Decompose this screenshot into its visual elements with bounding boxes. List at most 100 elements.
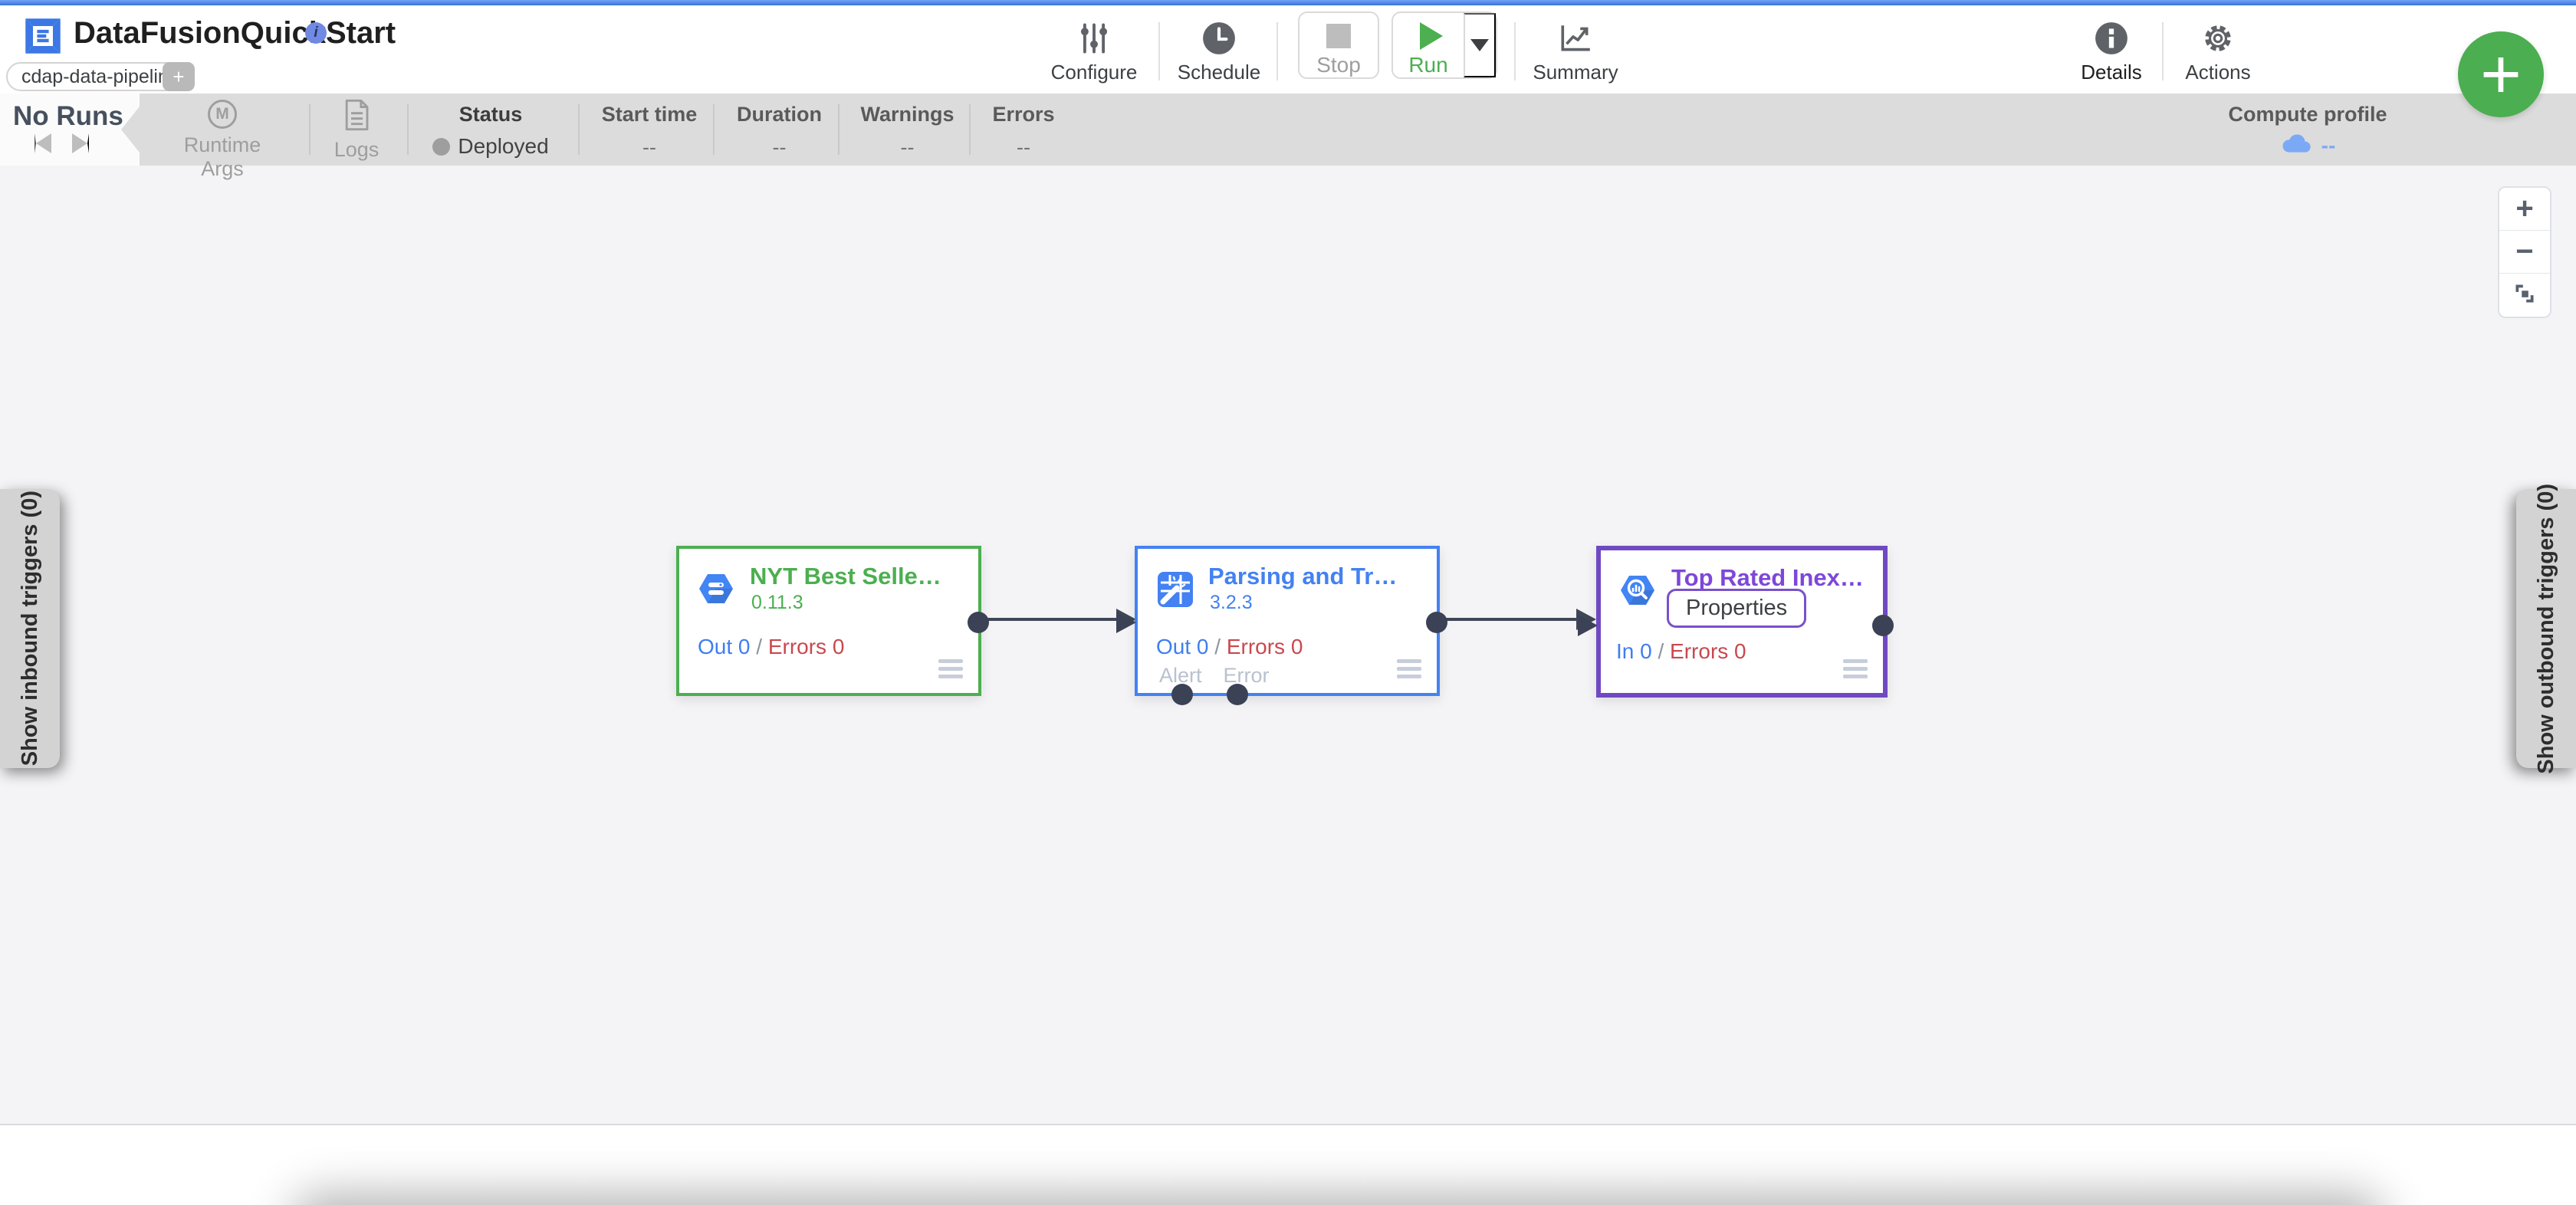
status-column: Status Deployed	[418, 94, 564, 166]
add-tag-button[interactable]: +	[163, 62, 195, 91]
warnings-label: Warnings	[860, 103, 955, 126]
actions-gear-icon	[2160, 19, 2275, 57]
toolbar-divider	[1514, 22, 1516, 80]
node-source[interactable]: NYT Best Selle… 0.11.3 Out 0 / Errors 0	[676, 546, 989, 696]
start-time-column: Start time --	[586, 94, 713, 166]
canvas-zoom-panel: + −	[2498, 186, 2551, 318]
error-records-metric[interactable]: Errors 0	[767, 635, 845, 658]
stop-square-icon	[1300, 19, 1378, 53]
details-button[interactable]: Details	[2054, 18, 2169, 85]
alert-port-label: Alert	[1159, 664, 1202, 687]
pipeline-header: DataFusionQuickStart i cdap-data-pipelin…	[0, 5, 2576, 94]
run-pointer-notch	[121, 107, 140, 153]
node-properties-button[interactable]: Properties	[1667, 589, 1807, 628]
run-options-button[interactable]	[1464, 13, 1496, 77]
zoom-in-button[interactable]: +	[2499, 188, 2550, 231]
fit-to-screen-button[interactable]	[2499, 274, 2550, 317]
compute-profile-column[interactable]: Compute profile --	[2216, 94, 2400, 166]
bigquery-sink-plugin-icon	[1619, 572, 1656, 612]
status-dot-icon	[432, 137, 451, 156]
schedule-clock-icon	[1162, 19, 1276, 57]
out-records-metric[interactable]: Out 0	[698, 635, 751, 658]
run-selector-panel: No Runs	[0, 94, 140, 166]
inbound-triggers-tab[interactable]: Show inbound triggers (0)	[0, 489, 60, 768]
actions-button[interactable]: Actions	[2160, 18, 2275, 85]
duration-value: --	[772, 136, 787, 159]
runbar-divider	[309, 104, 310, 155]
outbound-triggers-tab[interactable]: Show outbound triggers (0)	[2516, 484, 2576, 773]
logs-button[interactable]: Logs	[318, 94, 395, 166]
next-run-arrow-icon[interactable]	[72, 133, 89, 153]
errors-column: Errors --	[974, 94, 1073, 166]
runbar-divider	[578, 104, 580, 155]
toolbar-divider	[1276, 22, 1278, 80]
input-port-arrow-icon	[1578, 615, 1598, 636]
status-label: Status	[458, 103, 523, 126]
node-metrics[interactable]: In 0 / Errors 0	[1616, 639, 1746, 663]
pipeline-info-icon[interactable]: i	[305, 22, 327, 44]
logs-label: Logs	[334, 137, 380, 161]
duration-column: Duration --	[721, 94, 838, 166]
output-port[interactable]	[968, 612, 989, 633]
configure-sliders-icon	[1037, 19, 1152, 57]
run-play-icon	[1393, 19, 1464, 53]
stop-label: Stop	[1316, 53, 1361, 77]
runbar-divider	[969, 104, 971, 155]
node-menu-icon[interactable]	[1843, 655, 1868, 682]
errors-label: Errors	[992, 103, 1055, 126]
summary-label: Summary	[1533, 60, 1618, 84]
edge-transform-to-sink	[1440, 609, 1596, 630]
run-split-button: Run	[1392, 11, 1497, 79]
error-port[interactable]	[1227, 684, 1248, 705]
node-menu-icon[interactable]	[938, 655, 963, 682]
previous-run-arrow-icon[interactable]	[34, 133, 51, 153]
runtime-args-button[interactable]: M Runtime Args	[165, 94, 280, 180]
alert-port[interactable]	[1171, 684, 1193, 705]
top-accent-bar	[0, 0, 2576, 5]
error-records-metric[interactable]: Errors 0	[1226, 635, 1303, 658]
node-title: Top Rated Inex…	[1671, 564, 1864, 591]
bottom-strip	[0, 1124, 2576, 1205]
wrangler-plugin-icon	[1156, 570, 1194, 612]
logs-document-icon	[343, 99, 370, 133]
configure-button[interactable]: Configure	[1037, 18, 1152, 85]
output-port[interactable]	[1426, 612, 1447, 633]
node-metrics[interactable]: Out 0 / Errors 0	[1156, 635, 1303, 658]
no-runs-label: No Runs	[13, 101, 123, 131]
out-records-metric[interactable]: Out 0	[1156, 635, 1209, 658]
details-info-icon	[2054, 19, 2169, 57]
schedule-button[interactable]: Schedule	[1162, 18, 1276, 85]
output-port[interactable]	[1872, 615, 1894, 636]
summary-button[interactable]: Summary	[1518, 18, 1633, 85]
configure-label: Configure	[1050, 60, 1138, 84]
run-options-caret-icon	[1470, 39, 1489, 51]
compute-profile-value: --	[2321, 133, 2336, 157]
add-entity-fab-button[interactable]: +	[2458, 31, 2544, 117]
duration-label: Duration	[737, 103, 822, 126]
actions-label: Actions	[2185, 60, 2251, 84]
compute-profile-label: Compute profile	[2228, 103, 2387, 126]
status-value: Deployed	[458, 134, 549, 158]
zoom-out-button[interactable]: −	[2499, 231, 2550, 274]
stop-button[interactable]: Stop	[1298, 11, 1379, 79]
node-menu-icon[interactable]	[1397, 655, 1421, 682]
error-records-metric[interactable]: Errors 0	[1670, 639, 1746, 663]
warnings-column: Warnings --	[846, 94, 969, 166]
details-label: Details	[2081, 60, 2142, 84]
node-transform[interactable]: Parsing and Tr… 3.2.3 Out 0 / Errors 0 A…	[1116, 546, 1447, 705]
node-sink[interactable]: Top Rated Inex… Properties In 0 / Errors…	[1578, 546, 1894, 698]
node-metrics[interactable]: Out 0 / Errors 0	[698, 635, 845, 658]
in-records-metric[interactable]: In 0	[1616, 639, 1652, 663]
input-port-arrow-icon	[1116, 612, 1136, 633]
run-button[interactable]: Run	[1393, 13, 1464, 77]
inbound-triggers-label: Show inbound triggers (0)	[17, 491, 42, 767]
runbar-divider	[713, 104, 715, 155]
pipeline-title: DataFusionQuickStart	[74, 16, 396, 50]
outbound-triggers-label: Show outbound triggers (0)	[2533, 483, 2558, 774]
summary-chart-icon	[1518, 19, 1633, 57]
errors-value: --	[1017, 136, 1030, 159]
cdap-logo-icon[interactable]	[23, 16, 63, 56]
run-status-bar: No Runs M Runtime Args	[0, 94, 2576, 180]
run-label: Run	[1408, 53, 1448, 77]
